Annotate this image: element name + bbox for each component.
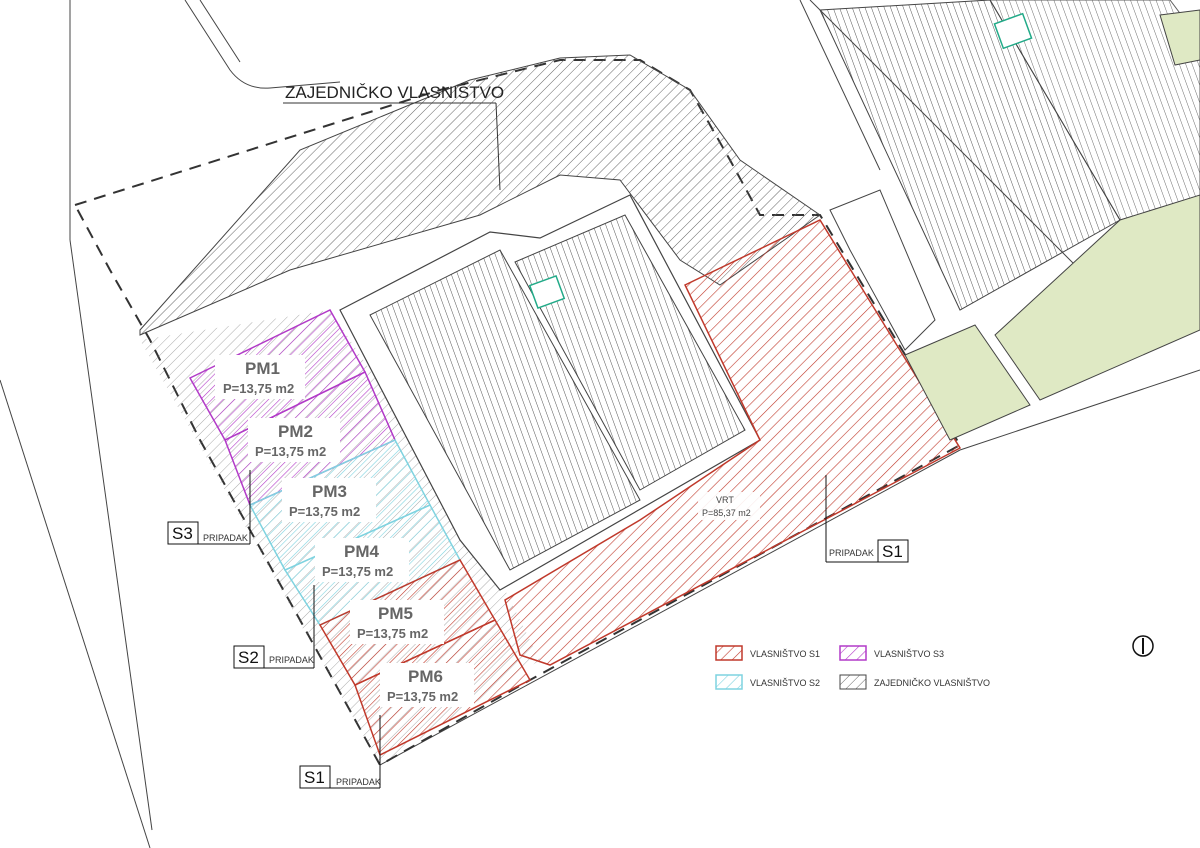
tag-s2-text: PRIPADAK xyxy=(269,655,314,665)
legend-s1: VLASNIŠTVO S1 xyxy=(750,649,820,659)
tag-s3-code: S3 xyxy=(172,524,193,543)
building xyxy=(339,194,761,591)
tag-s3-text: PRIPADAK xyxy=(203,533,248,543)
pm1-label: PM1 xyxy=(245,359,280,378)
garden-s1 xyxy=(504,219,962,666)
parking-labels: PM1 P=13,75 m2 PM2 P=13,75 m2 PM3 P=13,7… xyxy=(215,355,474,707)
pm4-label: PM4 xyxy=(344,542,380,561)
legend-common: ZAJEDNIČKO VLASNIŠTVO xyxy=(874,678,990,688)
skylight-icon xyxy=(528,274,566,310)
pm6-label: PM6 xyxy=(408,667,443,686)
pm5-label: PM5 xyxy=(378,604,413,623)
garden-label: VRT P=85,37 m2 xyxy=(698,492,760,520)
garden-name: VRT xyxy=(716,495,734,505)
legend-s3: VLASNIŠTVO S3 xyxy=(874,649,944,659)
pm5-area: P=13,75 m2 xyxy=(357,626,428,641)
owner-tags: S3 PRIPADAK S2 PRIPADAK S1 PRIPADAK S1 P… xyxy=(167,470,909,789)
garden-area: P=85,37 m2 xyxy=(702,508,751,518)
plan-title: ZAJEDNIČKO VLASNIŠTVO xyxy=(285,83,504,102)
tag-s1-code: S1 xyxy=(304,768,325,787)
tag-s2-code: S2 xyxy=(238,648,259,667)
tag-s1b-code: S1 xyxy=(882,542,903,561)
tag-s1-text: PRIPADAK xyxy=(336,777,381,787)
pm2-label: PM2 xyxy=(278,422,313,441)
pm3-label: PM3 xyxy=(312,482,347,501)
common-area xyxy=(139,54,821,336)
legend: VLASNIŠTVO S1 VLASNIŠTVO S3 VLASNIŠTVO S… xyxy=(715,645,990,690)
legend-s2: VLASNIŠTVO S2 xyxy=(750,678,820,688)
north-arrow-icon xyxy=(1132,635,1154,657)
pm3-area: P=13,75 m2 xyxy=(289,504,360,519)
pm1-area: P=13,75 m2 xyxy=(223,381,294,396)
neighbor-buildings xyxy=(819,0,1200,441)
pm4-area: P=13,75 m2 xyxy=(322,564,393,579)
tag-s1b-text: PRIPADAK xyxy=(829,548,874,558)
pm2-area: P=13,75 m2 xyxy=(255,444,326,459)
common-title: ZAJEDNIČKO VLASNIŠTVO xyxy=(283,83,504,191)
pm6-area: P=13,75 m2 xyxy=(387,689,458,704)
